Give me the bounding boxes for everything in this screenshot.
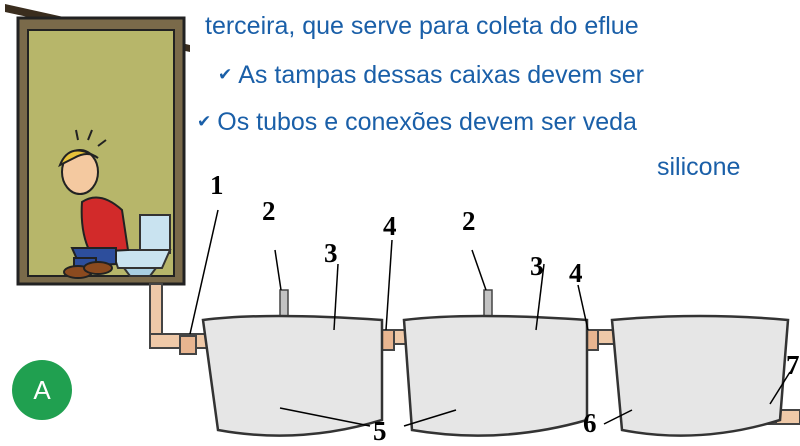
text-line-1: terceira, que serve para coleta do eflue xyxy=(205,11,639,41)
label-1: 1 xyxy=(210,170,224,200)
tanks xyxy=(201,314,790,437)
label-2-left: 2 xyxy=(262,196,276,226)
text-line-4-content: silicone xyxy=(657,153,741,181)
label-4-left: 4 xyxy=(383,211,397,241)
bullet-line-2-content: Os tubos e conexões devem ser veda xyxy=(217,108,637,136)
text-line-4: silicone xyxy=(657,152,740,182)
label-3-right: 3 xyxy=(530,251,544,281)
bullet-line-2: ✔ Os tubos e conexões devem ser veda xyxy=(197,107,637,140)
badge-a: A xyxy=(12,360,72,420)
text-line-1-content: terceira, que serve para coleta do eflue xyxy=(205,12,639,40)
person-on-toilet xyxy=(58,129,172,279)
label-5: 5 xyxy=(373,416,387,446)
label-2-right: 2 xyxy=(462,206,476,236)
label-3-left: 3 xyxy=(324,238,338,268)
leader-lines xyxy=(189,209,791,427)
bullet-line-1-content: As tampas dessas caixas devem ser xyxy=(238,61,644,89)
checkmark-icon: ✔ xyxy=(218,65,233,84)
bullet-line-1: ✔ As tampas dessas caixas devem ser xyxy=(218,60,644,93)
label-4-right: 4 xyxy=(569,258,583,288)
label-6: 6 xyxy=(583,408,597,438)
checkmark-icon: ✔ xyxy=(197,112,212,131)
label-7: 7 xyxy=(786,350,800,380)
